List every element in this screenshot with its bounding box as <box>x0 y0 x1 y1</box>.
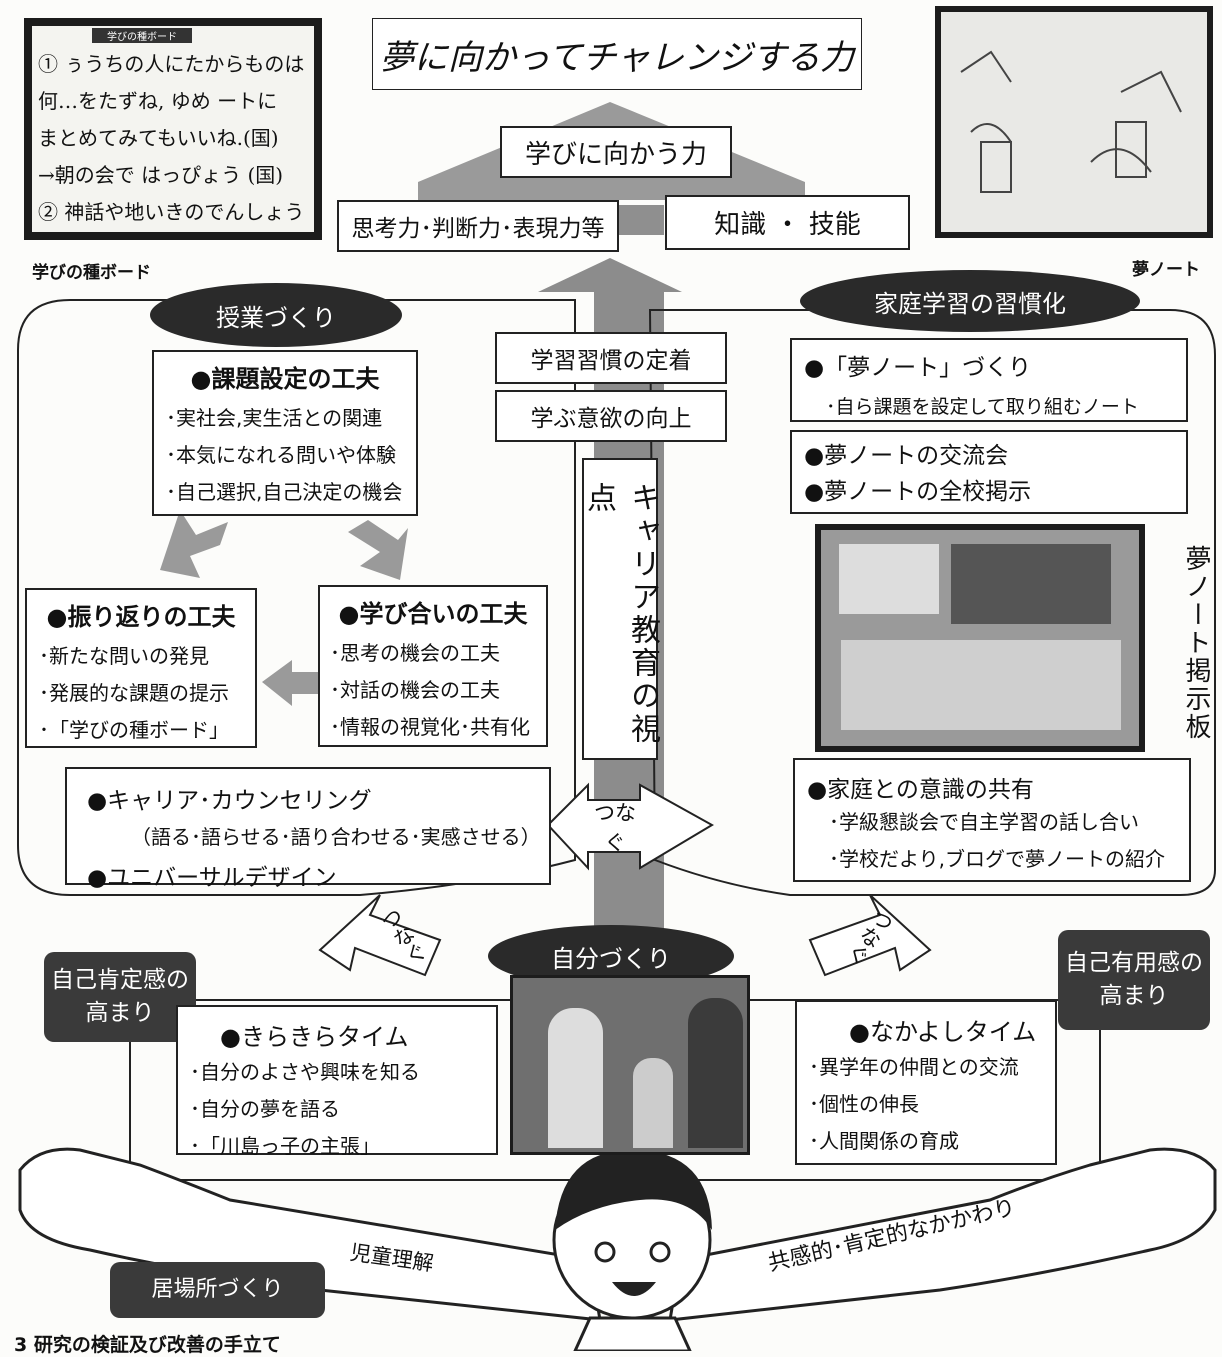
exchange-item: ●夢ノートの交流会 <box>804 443 1009 469</box>
list-item: ･「川島っ子の主張」 <box>190 1134 380 1158</box>
central-arrow-head <box>538 258 682 292</box>
exchange-box: ●夢ノートの交流会 ●夢ノートの全校掲示 <box>790 430 1188 514</box>
display-photo-panel <box>951 544 1111 624</box>
list-item: ･自己選択,自己決定の機会 <box>166 480 403 504</box>
share-heading: ●家庭との意識の共有 <box>807 777 1034 803</box>
kira-list: ･自分のよさや興味を知る ･自分の夢を語る ･「川島っ子の主張」 <box>190 1054 484 1165</box>
board-photo: 学びの種ボード ① ぅうちの人にたからものは何…をたずね, ゆめ ートにまとめて… <box>24 18 322 240</box>
list-item: ･実社会,実生活との関連 <box>166 406 383 430</box>
reflect-list: ･新たな問いの発見 ･発展的な課題の提示 ･「学びの種ボード」 <box>27 638 255 749</box>
share-box: ●家庭との意識の共有 ･学級懇談会で自主学習の話し合い ･学校だより,ブログで夢ノ… <box>793 758 1191 882</box>
list-item: ･異学年の仲間との交流 <box>809 1055 1019 1079</box>
affirm-badge: 自己肯定感の高まり <box>44 952 196 1042</box>
pillar-top: 学びに向かう力 <box>500 126 732 178</box>
label-display: 夢ノート掲示板 <box>1181 545 1211 741</box>
naka-heading: ●なかよしタイム <box>849 1018 1037 1046</box>
task-box: ●課題設定の工夫 ･実社会,実生活との関連 ･本気になれる問いや体験 ･自己選択,自… <box>152 350 418 516</box>
board-photo-header: 学びの種ボード <box>92 28 192 43</box>
display-photo-panel <box>841 640 1121 730</box>
child-eye-right <box>649 1241 671 1263</box>
list-item: ･対話の機会の工夫 <box>330 678 500 702</box>
child-eye-left <box>594 1241 616 1263</box>
board-line: →朝の会で はっぴょう (国) <box>38 163 284 187</box>
cycle-arrow-1 <box>160 510 228 578</box>
lesson-title: 授業づくり <box>150 283 402 347</box>
share-list: ･学級懇談会で自主学習の話し合い ･学校だより,ブログで夢ノートの紹介 <box>829 804 1177 878</box>
list-item: ･発展的な課題の提示 <box>39 681 229 705</box>
child-hair <box>555 1150 712 1230</box>
board-line: ① ぅうちの人にたからものは <box>38 52 305 76</box>
place-badge: 居場所づくり <box>110 1262 325 1318</box>
self-photo <box>510 975 750 1155</box>
cycle-arrow-2 <box>348 520 408 580</box>
note-box: ●「夢ノート」づくり ･自ら課題を設定して取り組むノート <box>790 338 1188 422</box>
list-item: ･情報の視覚化･共有化 <box>330 715 530 739</box>
label-board: 学びの種ボード <box>32 263 151 283</box>
home-title: 家庭学習の習慣化 <box>800 270 1140 332</box>
cooperate-box: ●学び合いの工夫 ･思考の機会の工夫 ･対話の機会の工夫 ･情報の視覚化･共有化 <box>318 585 548 747</box>
right-arm <box>668 1147 1217 1322</box>
cooperate-heading: ●学び合いの工夫 <box>338 599 528 628</box>
footer-heading: 3 研究の検証及び改善の手立て <box>14 1334 281 1356</box>
kira-box: ●きらきらタイム ･自分のよさや興味を知る ･自分の夢を語る ･「川島っ子の主張」 <box>176 1005 498 1158</box>
display-photo-panel <box>839 544 939 614</box>
child-shirt <box>573 1316 692 1351</box>
task-heading: ●課題設定の工夫 <box>190 364 380 393</box>
habit-box: 学習習慣の定着 <box>495 332 727 384</box>
display-photo <box>815 524 1145 752</box>
note-heading: ●「夢ノート」づくり <box>804 355 1032 381</box>
list-item: ･新たな問いの発見 <box>39 644 209 668</box>
self-photo-figure <box>688 998 743 1148</box>
label-notebook: 夢ノート <box>1132 260 1200 280</box>
counsel-detail: （語る･語らせる･語り合わせる･実感させる） <box>131 825 541 849</box>
cycle-arrow-3 <box>262 660 318 706</box>
universal-design: ●ユニバーサルデザイン <box>87 865 337 891</box>
note-item: ･自ら課題を設定して取り組むノート <box>826 396 1139 418</box>
notebook-photo <box>935 6 1213 238</box>
notebook-sketch <box>960 50 1182 193</box>
child-mouth <box>612 1282 656 1296</box>
home-region <box>648 309 1216 896</box>
posting-item: ●夢ノートの全校掲示 <box>804 479 1032 505</box>
list-item: ･自分のよさや興味を知る <box>190 1060 420 1084</box>
kira-heading: ●きらきらタイム <box>220 1023 409 1051</box>
useful-badge: 自己有用感の高まり <box>1058 930 1210 1030</box>
counsel-box: ●キャリア･カウンセリング （語る･語らせる･語り合わせる･実感させる） ●ユニ… <box>65 767 551 891</box>
pillar-right: 知識 ・ 技能 <box>665 195 910 250</box>
board-line: まとめてみてもいいね.(国) <box>38 126 279 150</box>
career-box: キャリア教育の視点 <box>581 458 660 760</box>
connect-center-label: つなぐ <box>594 801 636 855</box>
naka-box: ●なかよしタイム ･異学年の仲間との交流 ･個性の伸長 ･人間関係の育成 <box>795 1000 1057 1165</box>
list-item: ･「学びの種ボード」 <box>39 718 229 742</box>
cooperate-list: ･思考の機会の工夫 ･対話の機会の工夫 ･情報の視覚化･共有化 <box>320 635 546 746</box>
connect-arrow-right <box>808 894 932 977</box>
pillar-left: 思考力･判断力･表現力等 <box>337 200 619 252</box>
task-list: ･実社会,実生活との関連 ･本気になれる問いや体験 ･自己選択,自己決定の機会 <box>154 400 416 511</box>
connect-double-arrow <box>546 782 715 871</box>
goal-box: 夢に向かってチャレンジする力 <box>372 18 862 90</box>
list-item: ･学校だより,ブログで夢ノートの紹介 <box>829 847 1165 871</box>
board-line: 何…をたずね, ゆめ ートに <box>38 89 278 113</box>
list-item: ･学級懇談会で自主学習の話し合い <box>829 810 1139 834</box>
board-line: ② 神話や地いきのでんしょうには <box>38 200 305 224</box>
motivation-box: 学ぶ意欲の向上 <box>495 390 727 442</box>
board-photo-lines: ① ぅうちの人にたからものは何…をたずね, ゆめ ートにまとめてみてもいいね.(… <box>38 46 310 232</box>
reflect-box: ●振り返りの工夫 ･新たな問いの発見 ･発展的な課題の提示 ･「学びの種ボード」 <box>25 588 257 748</box>
list-item: ･思考の機会の工夫 <box>330 641 500 665</box>
career-label: キャリア教育の視点 <box>581 482 660 746</box>
self-photo-figure <box>548 1008 603 1148</box>
list-item: ･自分の夢を語る <box>190 1097 340 1121</box>
counsel-heading: ●キャリア･カウンセリング <box>87 788 372 814</box>
connect-arrow-left <box>318 894 442 977</box>
self-photo-figure <box>633 1058 673 1148</box>
list-item: ･人間関係の育成 <box>809 1129 959 1153</box>
list-item: ･本気になれる問いや体験 <box>166 443 396 467</box>
reflect-heading: ●振り返りの工夫 <box>46 602 236 631</box>
list-item: ･個性の伸長 <box>809 1092 919 1116</box>
naka-list: ･異学年の仲間との交流 ･個性の伸長 ･人間関係の育成 <box>809 1049 1043 1160</box>
